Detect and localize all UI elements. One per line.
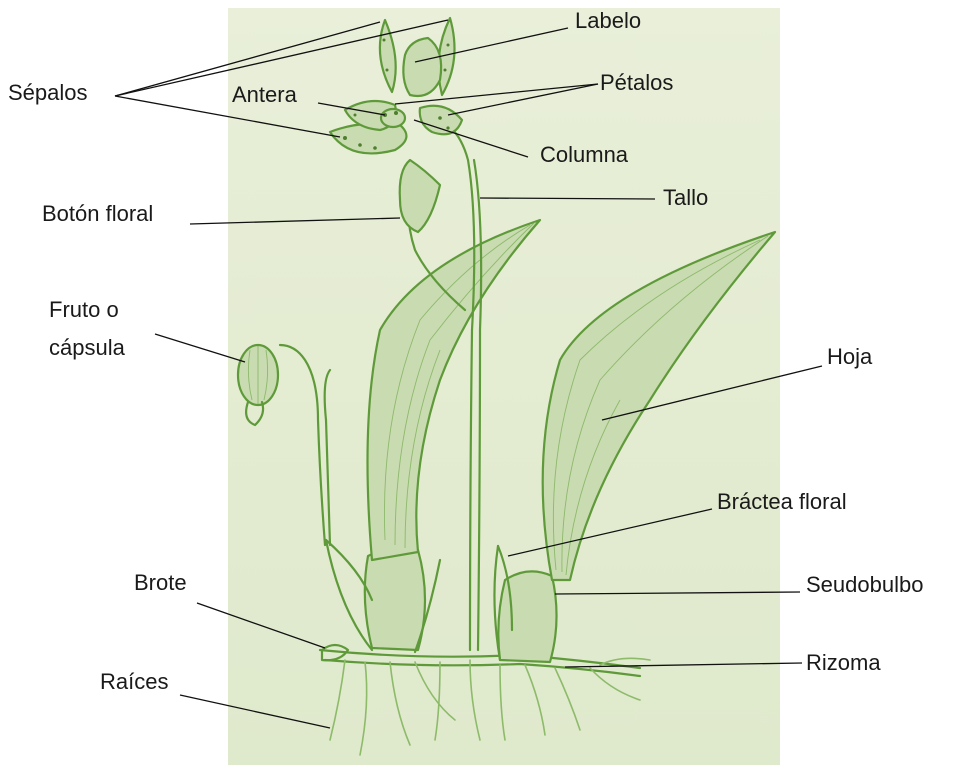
flower-bud — [400, 160, 440, 232]
orchid-flower — [330, 18, 462, 153]
label-fruto-line1: Fruto o — [49, 299, 119, 321]
label-rizoma: Rizoma — [806, 652, 881, 674]
label-columna: Columna — [540, 144, 628, 166]
column — [381, 109, 405, 127]
roots — [330, 658, 650, 755]
pseudobulb-left — [365, 547, 425, 650]
leaf-left — [368, 220, 541, 560]
label-tallo: Tallo — [663, 187, 708, 209]
flower-stalk — [440, 120, 474, 650]
label-bractea-floral: Bráctea floral — [717, 491, 847, 513]
label-brote: Brote — [134, 572, 187, 594]
label-hoja: Hoja — [827, 346, 872, 368]
labellum — [403, 38, 441, 96]
label-antera: Antera — [232, 84, 297, 106]
leader-lines — [115, 20, 822, 728]
label-labelo: Labelo — [575, 10, 641, 32]
label-sepalos: Sépalos — [8, 82, 88, 104]
label-fruto-line2: cápsula — [49, 337, 125, 359]
label-raices: Raíces — [100, 671, 168, 693]
pseudobulb-right — [498, 571, 556, 662]
label-seudobulbo: Seudobulbo — [806, 574, 923, 596]
label-boton-floral: Botón floral — [42, 203, 153, 225]
label-petalos: Pétalos — [600, 72, 673, 94]
